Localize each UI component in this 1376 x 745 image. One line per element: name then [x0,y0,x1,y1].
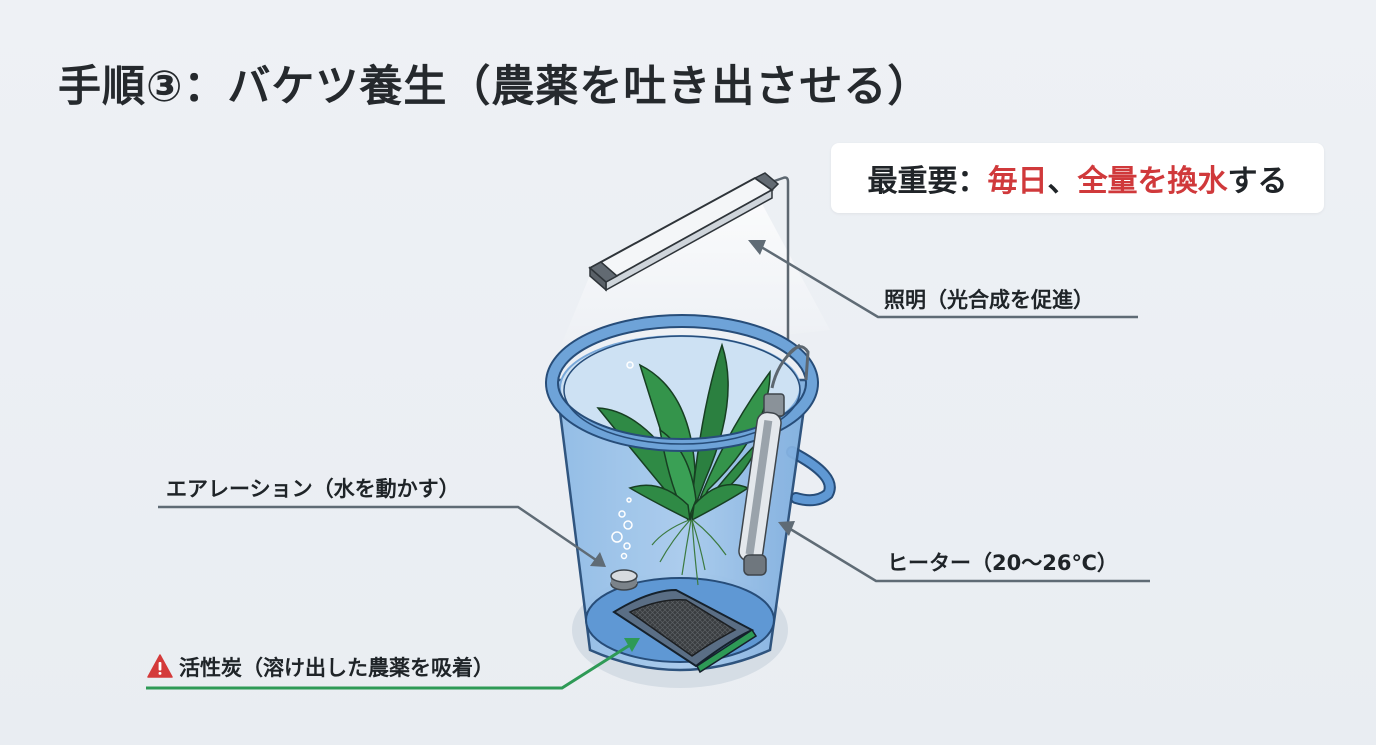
heater-leader [778,521,1150,583]
page-title: 手順③：バケツ養生（農薬を吐き出させる） [58,62,932,112]
warning-triangle-icon [147,654,173,678]
heater [738,343,810,576]
air-bubbles [611,361,634,560]
callout-highlight-full-change: 全量を換水 [1077,164,1228,199]
plant-roots [651,519,727,586]
air-stone [610,569,638,591]
label-heater: ヒーター（20〜26℃） [887,551,1118,575]
bucket-handle [788,448,834,505]
bucket-rim [547,316,817,450]
callout-separator: 、 [1047,164,1078,199]
aeration-leader [158,505,606,567]
lamp-stand [759,176,790,355]
label-aeration: エアレーション（水を動かす） [166,477,460,501]
key-instruction-callout: 最重要： 毎日 、 全量を換水 する [831,143,1324,213]
callout-highlight-daily: 毎日 [987,164,1048,199]
callout-suffix: する [1227,164,1288,199]
label-lighting: 照明（光合成を促進） [884,288,1094,312]
callout-prefix: 最重要： [867,164,988,199]
charcoal-leader [146,638,640,690]
label-charcoal: 活性炭（溶け出した農薬を吸着） [179,656,494,680]
led-lamp [588,172,780,292]
label-charcoal-container: 活性炭（溶け出した農薬を吸着） [147,652,494,682]
charcoal-bag [612,588,758,674]
lighting-leader [748,240,1138,319]
